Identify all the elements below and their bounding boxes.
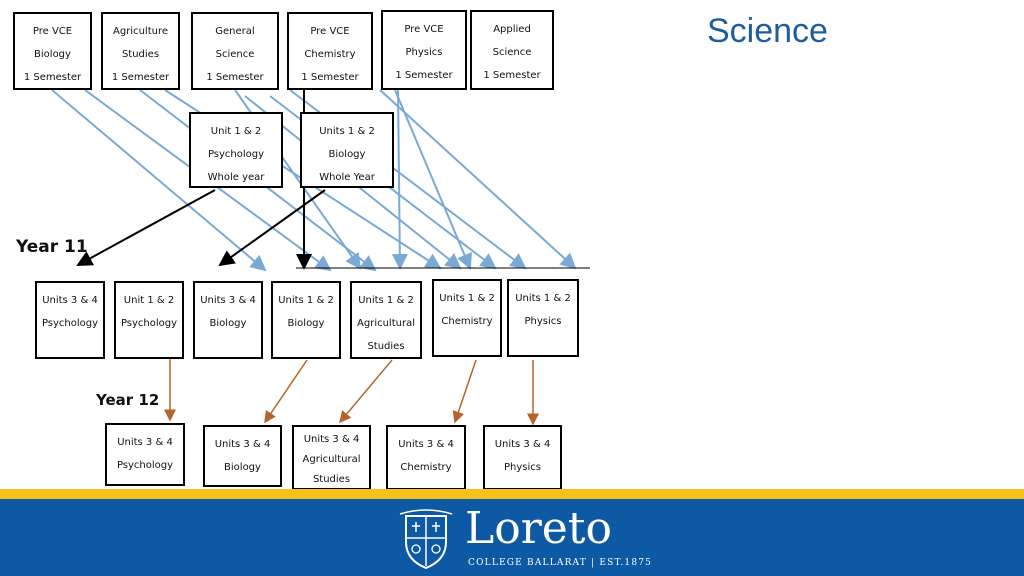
arrow-blue <box>391 89 408 270</box>
course-box-y12-units34-biology: Units 3 & 4 Biology <box>203 425 282 487</box>
course-box-general-science: General Science 1 Semester <box>191 12 279 90</box>
course-box-applied-science: Applied Science 1 Semester <box>470 10 554 90</box>
course-box-unit12-psychology-whole-year: Unit 1 & 2 Psychology Whole year <box>189 112 283 188</box>
footer-band <box>0 499 1024 576</box>
school-logo-text: Loreto <box>465 503 612 554</box>
arrow-brown <box>452 359 477 424</box>
arrow-black <box>218 189 326 267</box>
year-12-label: Year 12 <box>96 391 160 409</box>
course-box-y11-unit12-psychology: Unit 1 & 2 Psychology <box>114 281 184 359</box>
course-box-y12-units34-chemistry: Units 3 & 4 Chemistry <box>386 425 466 490</box>
year-11-label: Year 11 <box>16 237 88 257</box>
course-box-pre-vce-chemistry: Pre VCE Chemistry 1 Semester <box>287 12 373 90</box>
arrow-brown <box>264 359 308 424</box>
course-box-units12-biology-whole-year: Units 1 & 2 Biology Whole Year <box>300 112 394 188</box>
course-box-y11-units12-physics: Units 1 & 2 Physics <box>507 279 579 357</box>
arrow-blue <box>394 89 472 270</box>
course-box-y11-units12-biology: Units 1 & 2 Biology <box>271 281 341 359</box>
course-box-y11-units12-chemistry: Units 1 & 2 Chemistry <box>432 279 502 357</box>
arrow-brown <box>339 359 393 424</box>
course-box-y11-units12-agricultural-studies: Units 1 & 2 Agricultural Studies <box>350 281 422 359</box>
course-box-y11-units34-psychology: Units 3 & 4 Psychology <box>35 281 105 359</box>
course-box-pre-vce-physics: Pre VCE Physics 1 Semester <box>381 10 467 90</box>
arrow-blue <box>379 89 577 270</box>
course-box-agriculture-studies: Agriculture Studies 1 Semester <box>101 12 180 90</box>
course-box-y11-units34-biology: Units 3 & 4 Biology <box>193 281 263 359</box>
arrow-black <box>76 189 216 266</box>
course-box-y12-units34-agricultural-studies: Units 3 & 4 Agricultural Studies <box>292 425 371 490</box>
footer-stripe <box>0 489 1024 499</box>
course-box-y12-units34-physics: Units 3 & 4 Physics <box>483 425 562 490</box>
course-box-y12-units34-psychology: Units 3 & 4 Psychology <box>105 423 185 486</box>
page-title: Science <box>707 12 828 50</box>
course-box-pre-vce-biology: Pre VCE Biology 1 Semester <box>13 12 92 90</box>
school-logo-subtext: COLLEGE BALLARAT | EST.1875 <box>468 558 653 568</box>
crest-icon <box>399 509 453 570</box>
arrow-blue <box>51 89 267 272</box>
